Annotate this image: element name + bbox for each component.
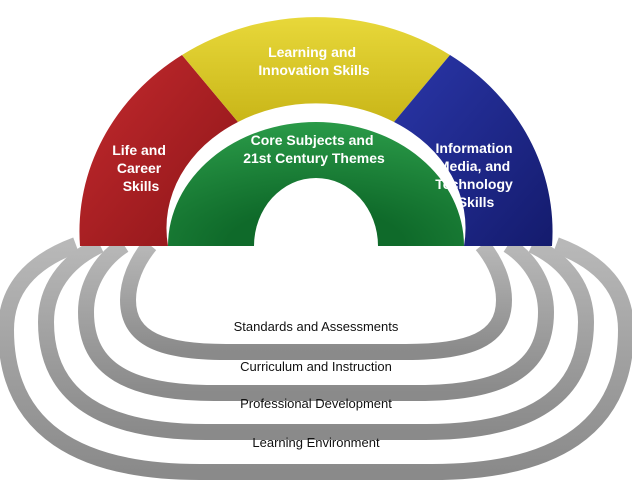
label-learning-line-1: Learning and: [268, 44, 356, 60]
label-core-line-2: 21st Century Themes: [243, 150, 385, 166]
label-life-career-line-3: Skills: [123, 178, 160, 194]
ring-learning-environment: [0, 237, 632, 480]
support-rings: [0, 237, 632, 480]
label-info-line-1: Information: [436, 140, 513, 156]
ring-professional-development: [37, 237, 595, 440]
outer-arch: [79, 17, 553, 246]
ring-standards-assessments: [119, 239, 513, 360]
label-learning-innovation: Learning and Innovation Skills: [258, 44, 369, 78]
label-life-career: Life and Career Skills: [112, 142, 170, 194]
label-learning-line-2: Innovation Skills: [258, 62, 369, 78]
label-standards-assessments: Standards and Assessments: [234, 319, 399, 334]
core-arch: [168, 122, 464, 246]
label-life-career-line-2: Career: [117, 160, 162, 176]
label-learning-environment: Learning Environment: [252, 435, 380, 450]
label-core-line-1: Core Subjects and: [251, 132, 374, 148]
label-core-subjects: Core Subjects and 21st Century Themes: [243, 132, 385, 166]
label-info-line-3: Technology: [435, 176, 513, 192]
label-info-line-4: Skills: [458, 194, 495, 210]
label-life-career-line-1: Life and: [112, 142, 166, 158]
arch-segment-learning-innovation: [182, 17, 450, 122]
label-information-media: Information Media, and Technology Skills: [435, 140, 516, 210]
arch-segment-information-media: [394, 55, 553, 246]
ring-curriculum-instruction: [77, 238, 555, 401]
arch-segment-life-career: [79, 55, 239, 246]
label-curriculum-instruction: Curriculum and Instruction: [240, 359, 392, 374]
label-professional-development: Professional Development: [240, 396, 392, 411]
label-info-line-2: Media, and: [438, 158, 510, 174]
